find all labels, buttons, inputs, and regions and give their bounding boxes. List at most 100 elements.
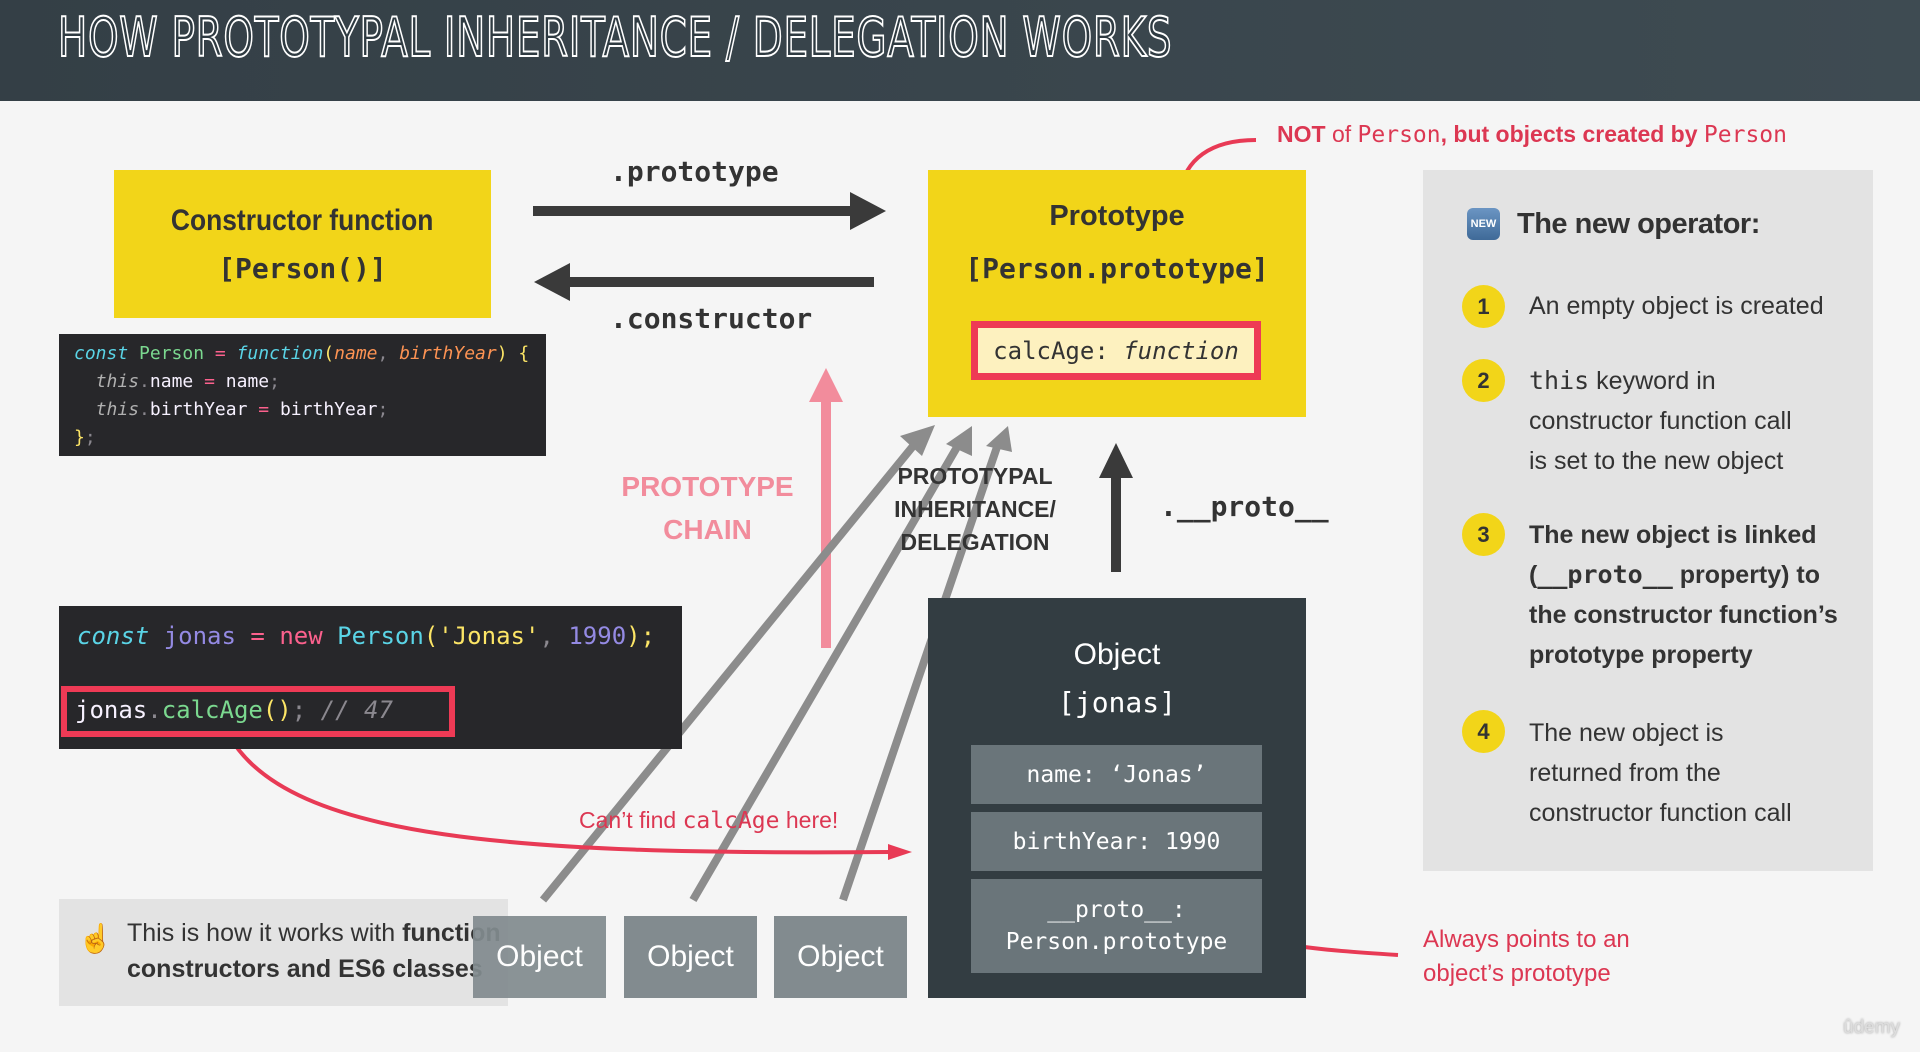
code-token: ( bbox=[323, 343, 335, 364]
delegation-label-line: DELEGATION bbox=[900, 529, 1050, 555]
step-line: returned from the bbox=[1529, 759, 1721, 787]
code-token: = bbox=[250, 622, 265, 650]
code-token: ( bbox=[423, 622, 439, 650]
note-line-part: This is how it works with bbox=[127, 919, 403, 947]
code-token: birthYear bbox=[149, 399, 248, 420]
step-line: the constructor function’s bbox=[1529, 601, 1838, 629]
pointing-finger-icon: ☝ bbox=[78, 923, 113, 954]
code-token: jonas bbox=[75, 696, 148, 724]
code-token: Person bbox=[337, 622, 424, 650]
code-line: const jonas = new Person('Jonas', 1990); bbox=[77, 622, 655, 650]
code-token: () bbox=[262, 696, 292, 724]
code-line: this.name = name; bbox=[74, 368, 546, 396]
field-name: name: ‘Jonas’ bbox=[971, 745, 1262, 804]
new-operator-title: The new operator: bbox=[1517, 208, 1760, 240]
annotation-part: , but objects created by bbox=[1440, 121, 1704, 147]
prototype-arrow bbox=[533, 192, 886, 230]
step-number-4: 4 bbox=[1462, 710, 1505, 753]
new-icon: NEW bbox=[1467, 208, 1500, 240]
step-line-part: keyword in bbox=[1589, 367, 1716, 395]
step-line: constructor function call bbox=[1529, 799, 1792, 827]
object-box-title: Object bbox=[1073, 638, 1161, 671]
field-proto-value: Person.prototype bbox=[1005, 929, 1228, 955]
code-token: ) bbox=[496, 343, 508, 364]
method-key: calcAge: bbox=[993, 336, 1109, 365]
delegation-label: PROTOTYPAL INHERITANCE/ DELEGATION bbox=[880, 460, 1070, 559]
step-line: The new object is linked bbox=[1529, 521, 1817, 549]
step-number-2: 2 bbox=[1462, 359, 1505, 402]
prototype-chain-label-line: PROTOTYPE bbox=[621, 471, 794, 502]
annotation-part: Person bbox=[1703, 122, 1788, 148]
cant-find-annotation: Can’t find calcAge here! bbox=[579, 807, 838, 834]
step-line: The new object is bbox=[1529, 719, 1724, 747]
code-token: jonas bbox=[163, 622, 236, 650]
code-token: Person bbox=[139, 343, 205, 364]
code-token: birthYear bbox=[279, 399, 378, 420]
code-token: } bbox=[74, 427, 85, 448]
delegation-arrow-3-head bbox=[986, 426, 1012, 452]
step-line-part: ( bbox=[1529, 561, 1538, 589]
annotation-part: calcAge bbox=[682, 808, 780, 834]
annotation-line: object’s prototype bbox=[1423, 960, 1611, 987]
annotation-part: Can’t find bbox=[579, 807, 683, 833]
constructor-arrow bbox=[534, 263, 874, 301]
code-token: calcAge bbox=[161, 696, 263, 724]
step-line: prototype property bbox=[1529, 641, 1753, 669]
note-line: constructors and ES6 classes bbox=[127, 955, 483, 983]
code-token: name bbox=[149, 371, 194, 392]
page-title: HOW PROTOTYPAL INHERITANCE / DELEGATION … bbox=[57, 5, 1173, 70]
code-token: . bbox=[147, 696, 162, 724]
code-line: const Person = function(name, birthYear)… bbox=[74, 340, 546, 368]
step-number-1: 1 bbox=[1462, 285, 1505, 328]
step-line: is set to the new object bbox=[1529, 447, 1784, 475]
code-token: birthYear bbox=[399, 343, 497, 364]
calcage-method-box: calcAge: function bbox=[971, 321, 1261, 380]
instance-code-block: const jonas = new Person('Jonas', 1990);… bbox=[59, 606, 682, 749]
bottom-note bbox=[59, 899, 508, 1006]
other-object-3: Object bbox=[774, 916, 907, 998]
field-birthyear: birthYear: 1990 bbox=[971, 812, 1262, 871]
step-1-text: An empty object is created bbox=[1529, 286, 1859, 326]
code-token: 1990 bbox=[568, 622, 627, 650]
calcage-call-highlight bbox=[61, 686, 455, 737]
prototype-chain-label-line: CHAIN bbox=[663, 514, 752, 545]
proto-label: .__proto__ bbox=[1160, 490, 1329, 523]
prototype-label: .prototype bbox=[610, 155, 779, 188]
step-3-text: The new object is linked (__proto__ prop… bbox=[1529, 515, 1859, 675]
code-token: const bbox=[77, 622, 150, 650]
step-number-3: 3 bbox=[1462, 513, 1505, 556]
code-line: }; bbox=[74, 424, 546, 452]
step-4-text: The new object is returned from the cons… bbox=[1529, 713, 1859, 833]
constructor-box-title: Constructor function bbox=[171, 203, 434, 237]
object-box-subtitle: [jonas] bbox=[1057, 686, 1176, 719]
annotation-line: Always points to an bbox=[1423, 926, 1630, 953]
not-of-person-annotation: NOT of Person, but objects created by Pe… bbox=[1277, 121, 1787, 148]
other-object-2: Object bbox=[624, 916, 757, 998]
delegation-arrow-2-head bbox=[946, 426, 972, 456]
bottom-note-text: This is how it works with function const… bbox=[127, 915, 501, 987]
code-token: name bbox=[225, 371, 270, 392]
step-line: (__proto__ property) to bbox=[1529, 555, 1859, 595]
prototype-box-subtitle: [Person.prototype] bbox=[965, 252, 1269, 285]
code-token: , bbox=[539, 622, 554, 650]
code-token: . bbox=[139, 371, 150, 392]
step-line: constructor function call bbox=[1529, 407, 1792, 435]
constructor-function-box: Constructor function [Person()] bbox=[114, 170, 491, 318]
code-token: ; bbox=[269, 371, 280, 392]
constructor-box-subtitle: [Person()] bbox=[218, 251, 387, 285]
step-line-part: property) to bbox=[1672, 561, 1821, 589]
code-token: ; bbox=[640, 622, 656, 650]
code-token: this bbox=[95, 371, 140, 392]
code-token: ; bbox=[84, 427, 96, 448]
code-token: ; bbox=[291, 696, 307, 724]
annotation-part: here! bbox=[779, 807, 839, 833]
code-token: name bbox=[334, 343, 378, 364]
udemy-watermark: ûdemy bbox=[1843, 1017, 1901, 1038]
code-line: this.birthYear = birthYear; bbox=[74, 396, 546, 424]
constructor-label: .constructor bbox=[610, 302, 813, 335]
annotation-part: Person bbox=[1357, 122, 1441, 148]
code-token: function bbox=[236, 343, 324, 364]
step-2-text: this keyword in constructor function cal… bbox=[1529, 361, 1859, 481]
code-comment: // 47 bbox=[320, 696, 393, 724]
code-token: ; bbox=[377, 399, 389, 420]
